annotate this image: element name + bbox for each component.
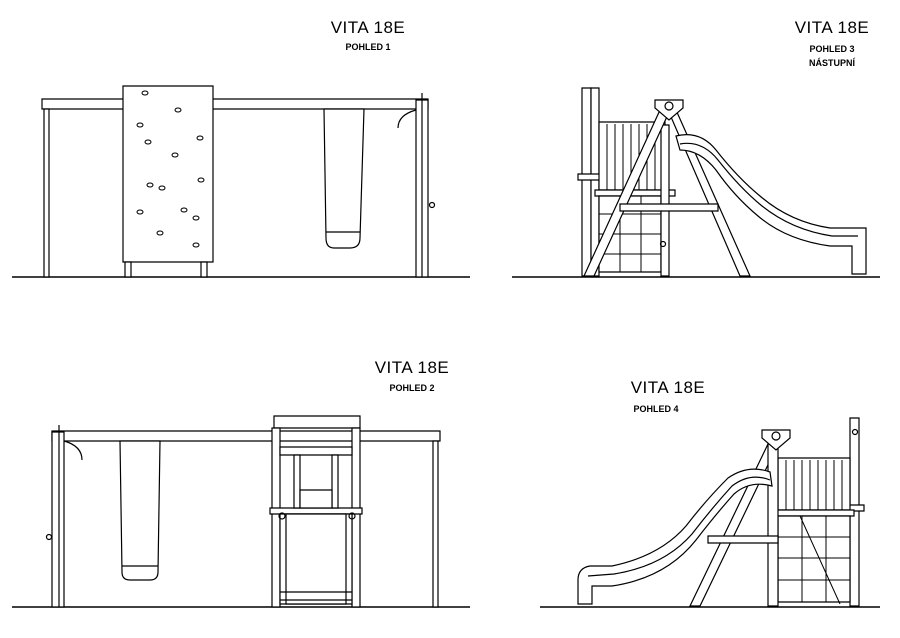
left-post — [44, 109, 49, 277]
grid-panel — [778, 516, 850, 602]
view1-title: VITA 18E — [330, 18, 406, 37]
view3-drawing — [512, 88, 880, 277]
left-post — [52, 432, 64, 607]
view1-subtitle: POHLED 1 — [345, 42, 391, 52]
tower-rail — [778, 458, 850, 510]
swing-seat — [324, 109, 364, 248]
slide — [676, 135, 866, 274]
top-beam — [42, 99, 428, 109]
view2-subtitle: POHLED 2 — [389, 383, 435, 393]
view3-title: VITA 18E — [794, 18, 870, 37]
right-post — [433, 441, 438, 607]
view3-subtitle-2: NÁSTUPNÍ — [808, 58, 855, 68]
view3-subtitle: POHLED 3 — [809, 44, 855, 54]
view4-title: VITA 18E — [630, 378, 706, 397]
view1-drawing — [12, 86, 470, 277]
climbing-wall — [123, 86, 213, 262]
tower-front — [270, 416, 362, 607]
view2-title: VITA 18E — [374, 358, 450, 377]
climbing-holds — [137, 91, 204, 247]
view4-subtitle: POHLED 4 — [633, 404, 679, 414]
top-beam — [52, 431, 440, 441]
slide — [578, 469, 772, 604]
swing-seat — [120, 441, 160, 580]
view4-drawing — [540, 418, 880, 607]
view2-drawing — [12, 416, 470, 607]
